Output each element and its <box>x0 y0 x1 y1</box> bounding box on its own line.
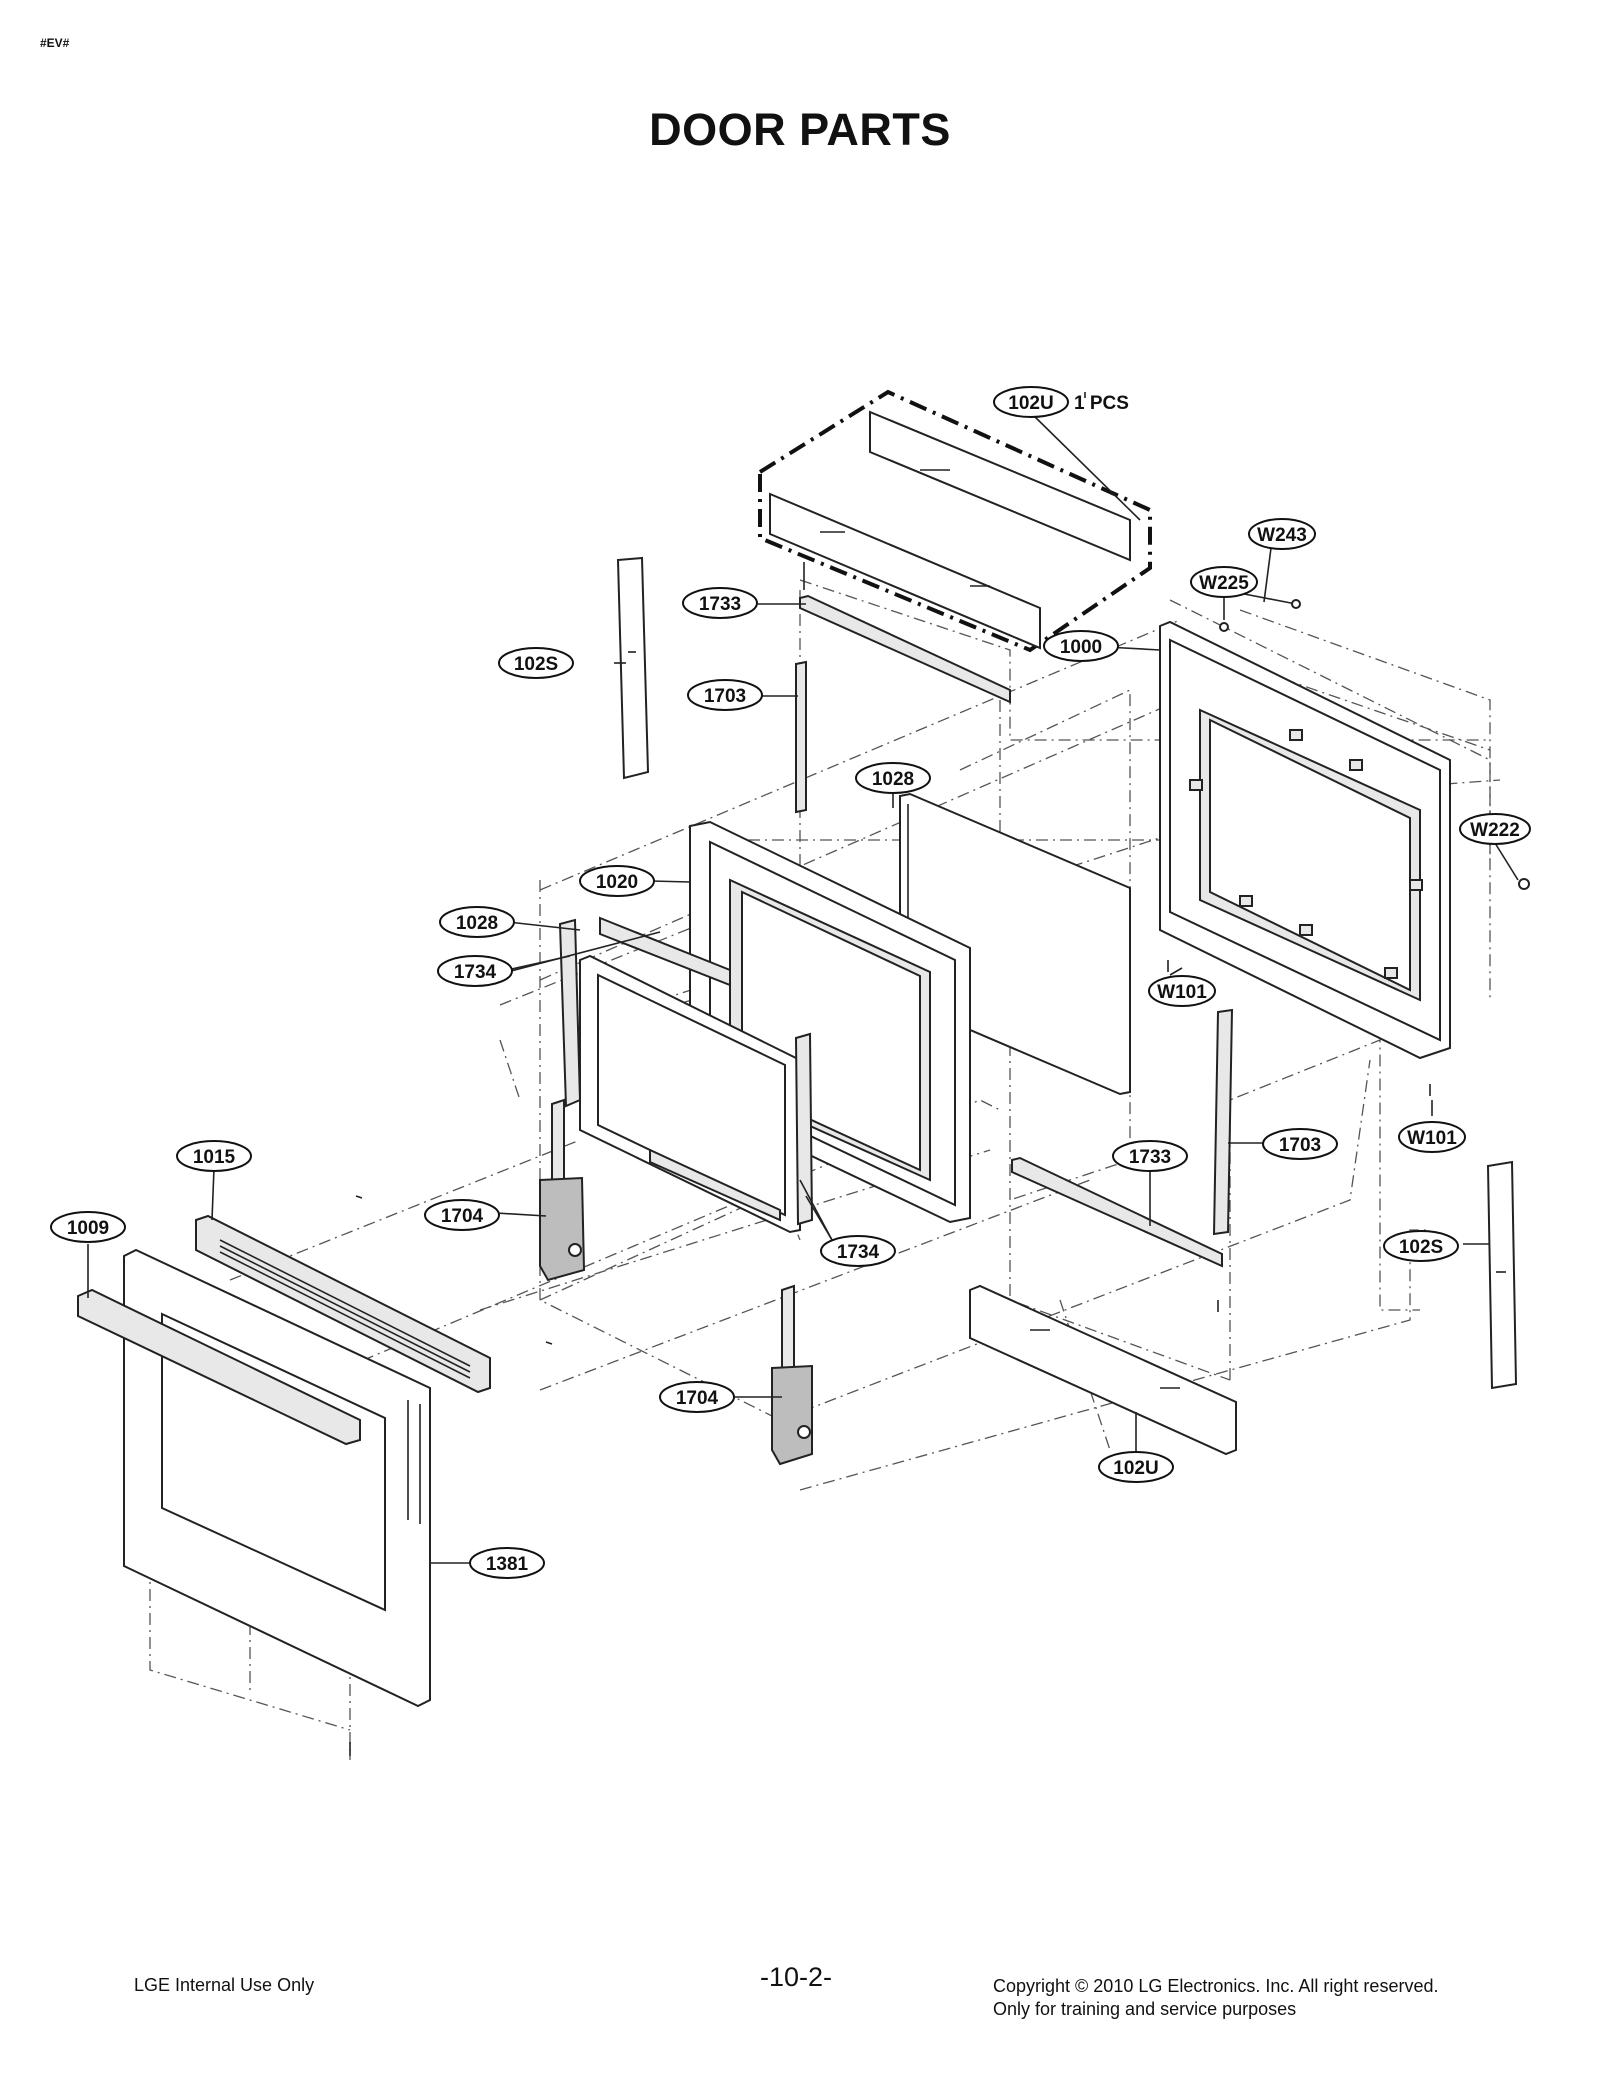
callout-1000: 1000 <box>1043 630 1119 662</box>
svg-text:W225: W225 <box>1199 573 1249 594</box>
part-1734-brackets <box>558 916 814 1226</box>
callout-1015: 1015 <box>176 1140 252 1172</box>
callout-1028-right: 1028 <box>855 762 931 794</box>
callout-102s-right: 102S <box>1383 1230 1459 1262</box>
callout-1703-bottom: 1703 <box>1262 1128 1338 1160</box>
callout-1734-top: 1734 <box>437 955 513 987</box>
callout-102u-note: 1 PCS <box>1074 393 1129 414</box>
footer-internal-use: LGE Internal Use Only <box>134 1975 315 1995</box>
part-1009-handle <box>77 1288 361 1446</box>
svg-text:1703: 1703 <box>704 686 746 707</box>
svg-text:102S: 102S <box>514 654 558 675</box>
callout-1704-top: 1704 <box>424 1199 500 1231</box>
leader-lines <box>87 392 1519 1564</box>
footer-copyright-line1: Copyright © 2010 LG Electronics. Inc. Al… <box>993 1976 1439 1996</box>
svg-text:1733: 1733 <box>1129 1147 1171 1168</box>
callout-1381: 1381 <box>469 1547 545 1579</box>
part-1733-bottom-rail <box>1011 1156 1223 1268</box>
callout-1028-left: 1028 <box>439 906 515 938</box>
footer-copyright-line2: Only for training and service purposes <box>993 1999 1297 2019</box>
callout-102s-left: 102S <box>498 647 574 679</box>
svg-text:1734: 1734 <box>454 962 497 983</box>
footer-copyright: Copyright © 2010 LG Electronics. Inc. Al… <box>993 1975 1438 2021</box>
part-1703-top-rail <box>795 660 807 814</box>
svg-text:102U: 102U <box>1113 1458 1158 1479</box>
part-1028-left-glass <box>579 954 801 1234</box>
callout-1704-bottom: 1704 <box>659 1381 735 1413</box>
callout-1734-bottom: 1734 <box>820 1235 896 1267</box>
callout-1733-top: 1733 <box>682 587 758 619</box>
svg-text:1015: 1015 <box>193 1147 236 1168</box>
svg-text:1381: 1381 <box>486 1554 529 1575</box>
callout-w101-top: W101 <box>1148 975 1216 1007</box>
svg-text:W243: W243 <box>1257 525 1307 546</box>
part-102u-top-group <box>758 389 1152 653</box>
callout-w101-bottom: W101 <box>1398 1121 1466 1153</box>
svg-text:W222: W222 <box>1470 820 1520 841</box>
part-1000-inner-frame <box>1159 620 1451 1060</box>
svg-text:W101: W101 <box>1157 982 1207 1003</box>
callout-w243: W243 <box>1248 518 1316 550</box>
model-tag: #EV# <box>40 36 70 50</box>
svg-text:1733: 1733 <box>699 594 741 615</box>
svg-text:1703: 1703 <box>1279 1135 1321 1156</box>
callout-1733-bottom: 1733 <box>1112 1140 1188 1172</box>
part-102s-left <box>616 556 650 780</box>
svg-text:1000: 1000 <box>1060 637 1102 658</box>
callout-102u-bottom: 102U <box>1098 1451 1174 1483</box>
svg-text:1704: 1704 <box>441 1206 484 1227</box>
callout-1020: 1020 <box>579 865 655 897</box>
footer-page-number: -10-2- <box>760 1962 833 1992</box>
svg-text:W101: W101 <box>1407 1128 1457 1149</box>
svg-text:1020: 1020 <box>596 872 638 893</box>
callout-w225: W225 <box>1190 566 1258 598</box>
svg-text:102U: 102U <box>1008 393 1053 414</box>
part-1703-bottom-rail <box>1212 1008 1234 1236</box>
svg-text:102S: 102S <box>1399 1237 1443 1258</box>
svg-text:1704: 1704 <box>676 1388 719 1409</box>
callout-1009: 1009 <box>50 1211 126 1243</box>
svg-text:1734: 1734 <box>837 1242 880 1263</box>
part-102u-bottom <box>969 1284 1237 1456</box>
svg-text:1028: 1028 <box>872 769 914 790</box>
part-1704-hinge-bottom <box>771 1284 813 1466</box>
part-1733-top-rail <box>799 562 1011 704</box>
part-1015-vent-trim <box>195 1214 491 1394</box>
callout-w222: W222 <box>1459 813 1531 845</box>
callout-102u-top: 102U 1 PCS <box>993 386 1129 418</box>
part-1704-hinge-top <box>539 1098 586 1282</box>
page-title: DOOR PARTS <box>649 104 951 155</box>
part-102s-right <box>1486 1160 1518 1390</box>
svg-text:1028: 1028 <box>456 913 498 934</box>
callout-1703-top: 1703 <box>687 679 763 711</box>
svg-text:1009: 1009 <box>67 1218 109 1239</box>
